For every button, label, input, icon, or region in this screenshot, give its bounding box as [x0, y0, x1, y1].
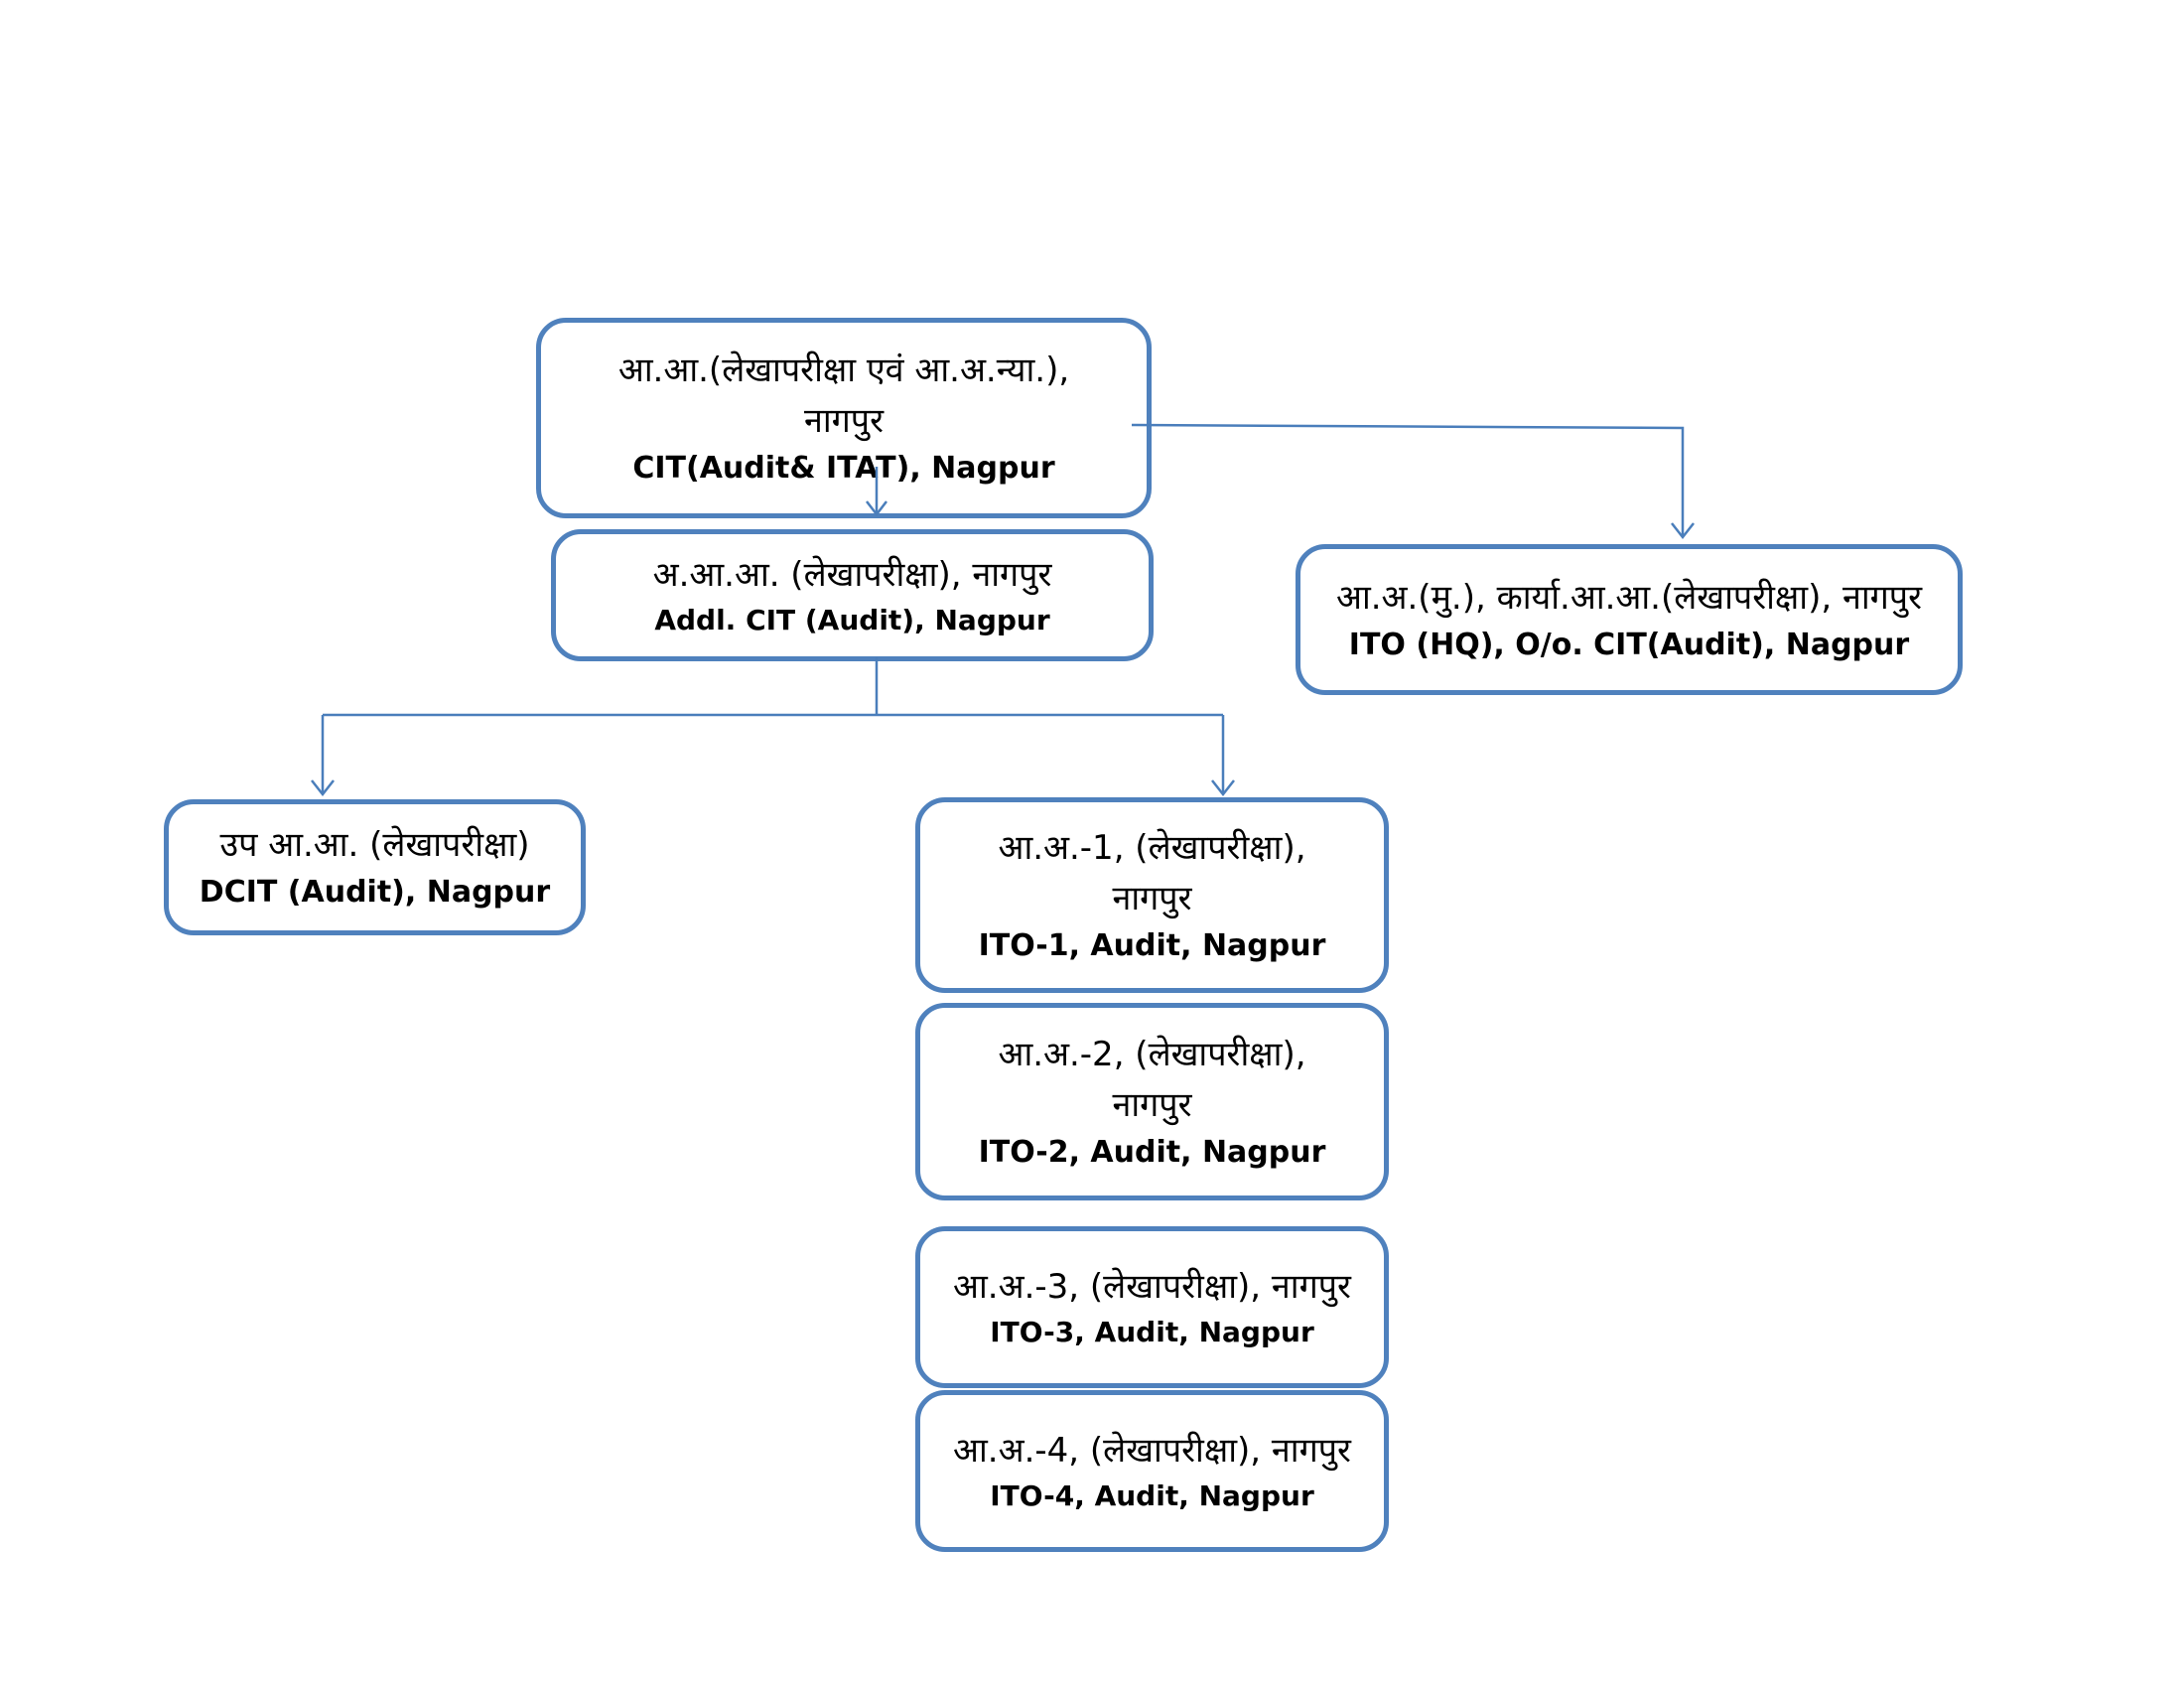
node-cit-hindi-line2: नागपुर — [803, 401, 885, 442]
node-ito-3-hindi: आ.अ.-3, (लेखापरीक्षा), नागपुर — [953, 1266, 1351, 1307]
node-ito-hq: आ.अ.(मु.), कार्या.आ.आ.(लेखापरीक्षा), नाग… — [1296, 544, 1963, 695]
node-ito-4-hindi: आ.अ.-4, (लेखापरीक्षा), नागपुर — [953, 1430, 1351, 1471]
node-addl-cit-english: Addl. CIT (Audit), Nagpur — [654, 603, 1050, 636]
node-ito-4-english: ITO-4, Audit, Nagpur — [990, 1478, 1314, 1512]
node-dcit: उप आ.आ. (लेखापरीक्षा) DCIT (Audit), Nagp… — [164, 799, 586, 935]
node-ito-hq-english: ITO (HQ), O/o. CIT(Audit), Nagpur — [1348, 627, 1910, 662]
node-addl-cit: अ.आ.आ. (लेखापरीक्षा), नागपुर Addl. CIT (… — [551, 529, 1154, 661]
node-cit-audit-itat: आ.आ.(लेखापरीक्षा एवं आ.अ.न्या.), नागपुर … — [536, 318, 1152, 518]
node-addl-cit-hindi: अ.आ.आ. (लेखापरीक्षा), नागपुर — [652, 554, 1052, 595]
node-ito-1-hindi-line1: आ.अ.-1, (लेखापरीक्षा), — [998, 827, 1306, 868]
arrowhead-ito-hq — [1671, 522, 1695, 540]
node-ito-2: आ.अ.-2, (लेखापरीक्षा), नागपुर ITO-2, Aud… — [915, 1003, 1389, 1200]
node-cit-english: CIT(Audit& ITAT), Nagpur — [632, 451, 1055, 487]
node-ito-2-english: ITO-2, Audit, Nagpur — [978, 1134, 1326, 1170]
node-ito-2-hindi-line1: आ.अ.-2, (लेखापरीक्षा), — [998, 1034, 1306, 1074]
node-ito-2-hindi-line2: नागपुर — [1112, 1084, 1192, 1125]
arrowhead-ito-1 — [1211, 779, 1235, 797]
node-ito-1-hindi-line2: नागपुर — [1112, 878, 1192, 918]
node-dcit-hindi: उप आ.आ. (लेखापरीक्षा) — [219, 825, 530, 866]
node-dcit-english: DCIT (Audit), Nagpur — [199, 875, 551, 911]
node-cit-hindi-line1: आ.आ.(लेखापरीक्षा एवं आ.अ.न्या.), — [617, 351, 1070, 391]
node-ito-hq-hindi: आ.अ.(मु.), कार्या.आ.आ.(लेखापरीक्षा), नाग… — [1335, 577, 1923, 618]
node-ito-3-english: ITO-3, Audit, Nagpur — [990, 1315, 1314, 1348]
node-ito-4: आ.अ.-4, (लेखापरीक्षा), नागपुर ITO-4, Aud… — [915, 1390, 1389, 1552]
node-ito-3: आ.अ.-3, (लेखापरीक्षा), नागपुर ITO-3, Aud… — [915, 1226, 1389, 1388]
node-ito-1-english: ITO-1, Audit, Nagpur — [978, 927, 1326, 963]
arrowhead-dcit — [311, 779, 335, 797]
connector-cit-to-ito-hq — [1131, 423, 1685, 537]
node-ito-1: आ.अ.-1, (लेखापरीक्षा), नागपुर ITO-1, Aud… — [915, 797, 1389, 993]
